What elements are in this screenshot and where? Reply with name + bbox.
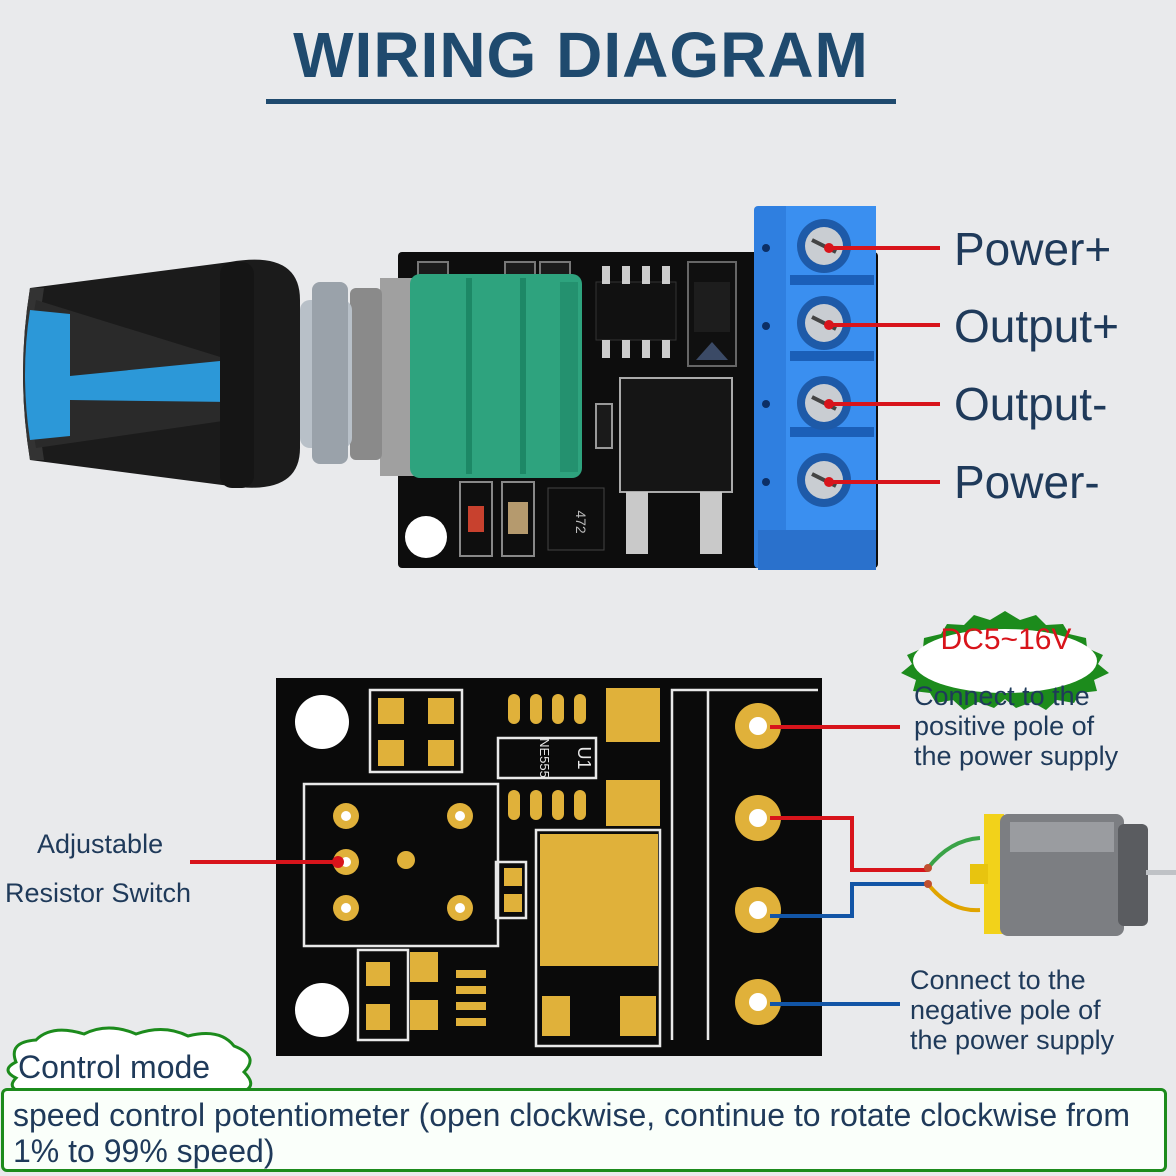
- note-positive-line-1: Connect to the: [914, 681, 1090, 711]
- note-negative-line-1: Connect to the: [910, 965, 1086, 995]
- mosfet-photo: [619, 377, 733, 554]
- screw-2: [797, 296, 851, 350]
- control-mode-text: speed control potentiometer (open clockw…: [13, 1097, 1130, 1169]
- diagram-title: WIRING DIAGRAM: [293, 19, 869, 91]
- terminal-holes: [735, 703, 781, 1025]
- mount-hole-photo: [405, 516, 447, 558]
- terminal-label-power-plus: Power+: [954, 223, 1112, 275]
- smd-top-2: [504, 261, 536, 277]
- adjustable-label-line-1: Adjustable: [37, 829, 164, 859]
- note-positive-line-3: the power supply: [914, 741, 1119, 771]
- mount-hole-top: [295, 695, 349, 749]
- voltage-badge-text: DC5~16V: [940, 623, 1072, 656]
- ic-chip-photo: [595, 266, 677, 358]
- control-mode-box: [1, 1088, 1167, 1172]
- terminal-label-power-minus: Power-: [954, 456, 1100, 508]
- ic-u1-pins: [508, 694, 586, 820]
- voltage-badge-burst: [901, 611, 1109, 710]
- smd-top-1: [417, 261, 449, 277]
- resistor-472-photo: 472: [547, 487, 605, 551]
- screw-4: [797, 453, 851, 507]
- note-negative-pole: Connect to the negative pole of the powe…: [910, 965, 1114, 1055]
- ic-label-text: U1: [574, 746, 594, 769]
- terminal-block-photo: [754, 206, 876, 570]
- smd-diode-photo: [459, 481, 493, 557]
- smd-top-3: [539, 261, 571, 277]
- smd-pads: [366, 688, 660, 1036]
- control-mode-label: Control mode: [18, 1049, 211, 1085]
- motor: [924, 814, 1176, 936]
- note-positive-pole: Connect to the positive pole of the powe…: [914, 681, 1118, 771]
- pot-holes: [333, 803, 473, 921]
- terminal-label-output-plus: Output+: [954, 300, 1119, 352]
- note-positive-line-2: positive pole of: [914, 711, 1095, 741]
- terminal-pointers: [832, 246, 940, 484]
- wires: [190, 725, 928, 1006]
- smd-mid: [595, 403, 613, 449]
- note-negative-line-2: negative pole of: [910, 995, 1101, 1025]
- soic-pads: [456, 970, 486, 1026]
- adjustable-label-line-2: Resistor Switch: [5, 878, 192, 908]
- potentiometer-photo: [300, 274, 582, 478]
- note-negative-line-3: the power supply: [910, 1025, 1115, 1055]
- smd-capacitor-photo: [501, 481, 535, 557]
- knob-photo: [23, 259, 300, 488]
- mount-hole-bottom: [295, 983, 349, 1037]
- resistor-code-text: 472: [573, 510, 589, 534]
- screw-3: [797, 376, 851, 430]
- terminal-label-output-minus: Output-: [954, 378, 1108, 430]
- diode-photo: [687, 261, 737, 367]
- ic-code-text: NE555: [537, 738, 552, 778]
- title-underline: [266, 99, 896, 104]
